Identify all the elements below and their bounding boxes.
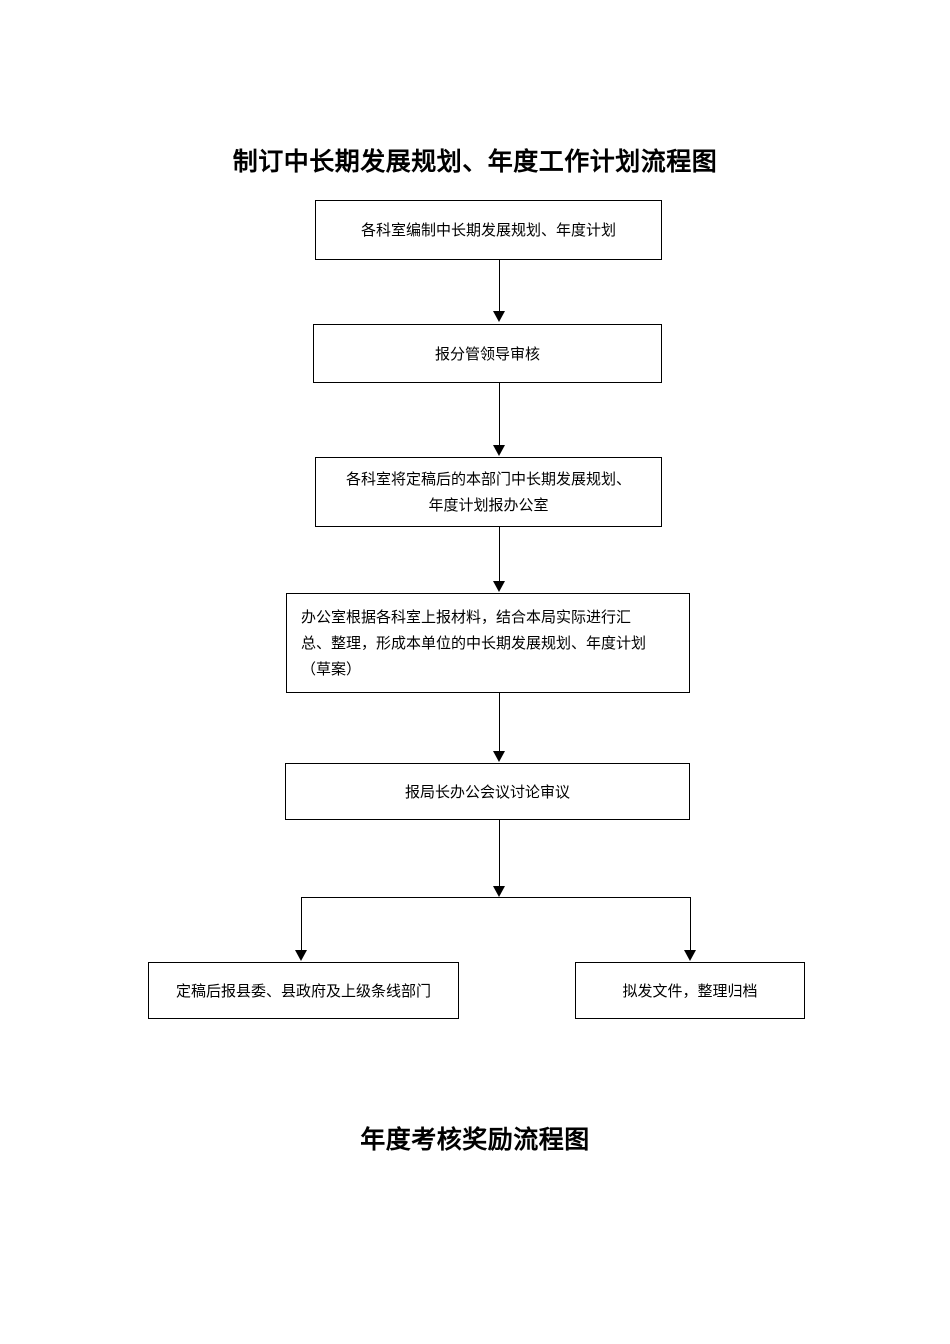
arrowhead-icon-n2-n3 [493, 445, 505, 456]
arrowhead-icon-n1-n2 [493, 311, 505, 322]
flow-node-label: 各科室编制中长期发展规划、年度计划 [360, 221, 616, 239]
flow-node-report-upward: 定稿后报县委、县政府及上级条线部门 [148, 962, 459, 1019]
flow-node-label: 各科室将定稿后的本部门中长期发展规划、 年度计划报办公室 [345, 470, 631, 514]
arrowhead-icon-split-n6 [295, 950, 307, 961]
flow-node-issue-archive: 拟发文件，整理归档 [575, 962, 805, 1019]
connector-line-split-n7 [690, 897, 691, 951]
connector-split-bar [301, 897, 690, 898]
flow-node-label: 定稿后报县委、县政府及上级条线部门 [175, 981, 431, 1000]
flow-node-prepare-plan: 各科室编制中长期发展规划、年度计划 [315, 200, 662, 260]
connector-line-n4-n5 [499, 693, 500, 752]
connector-line-split-n6 [301, 897, 302, 951]
connector-line-n5-split [499, 820, 500, 887]
connector-line-n3-n4 [499, 527, 500, 582]
connector-line-n2-n3 [499, 383, 500, 446]
flow-node-office-consolidate: 办公室根据各科室上报材料，结合本局实际进行汇 总、整理，形成本单位的中长期发展规… [286, 593, 690, 693]
flow-node-leader-review: 报分管领导审核 [313, 324, 662, 383]
arrowhead-icon-n3-n4 [493, 581, 505, 592]
flow-node-label: 报分管领导审核 [434, 344, 540, 363]
flow-node-label: 报局长办公会议讨论审议 [404, 782, 570, 801]
page-title-top: 制订中长期发展规划、年度工作计划流程图 [232, 146, 718, 176]
flow-node-label: 拟发文件，整理归档 [622, 981, 758, 1000]
arrowhead-icon-n4-n5 [493, 751, 505, 762]
arrowhead-icon-n5-split [493, 886, 505, 897]
flow-node-label: 办公室根据各科室上报材料，结合本局实际进行汇 总、整理，形成本单位的中长期发展规… [301, 608, 647, 678]
arrowhead-icon-split-n7 [684, 950, 696, 961]
page-title-bottom: 年度考核奖励流程图 [360, 1124, 590, 1154]
flow-node-submit-office: 各科室将定稿后的本部门中长期发展规划、 年度计划报办公室 [315, 457, 662, 527]
flow-node-director-meeting: 报局长办公会议讨论审议 [285, 763, 690, 820]
connector-line-n1-n2 [499, 260, 500, 314]
